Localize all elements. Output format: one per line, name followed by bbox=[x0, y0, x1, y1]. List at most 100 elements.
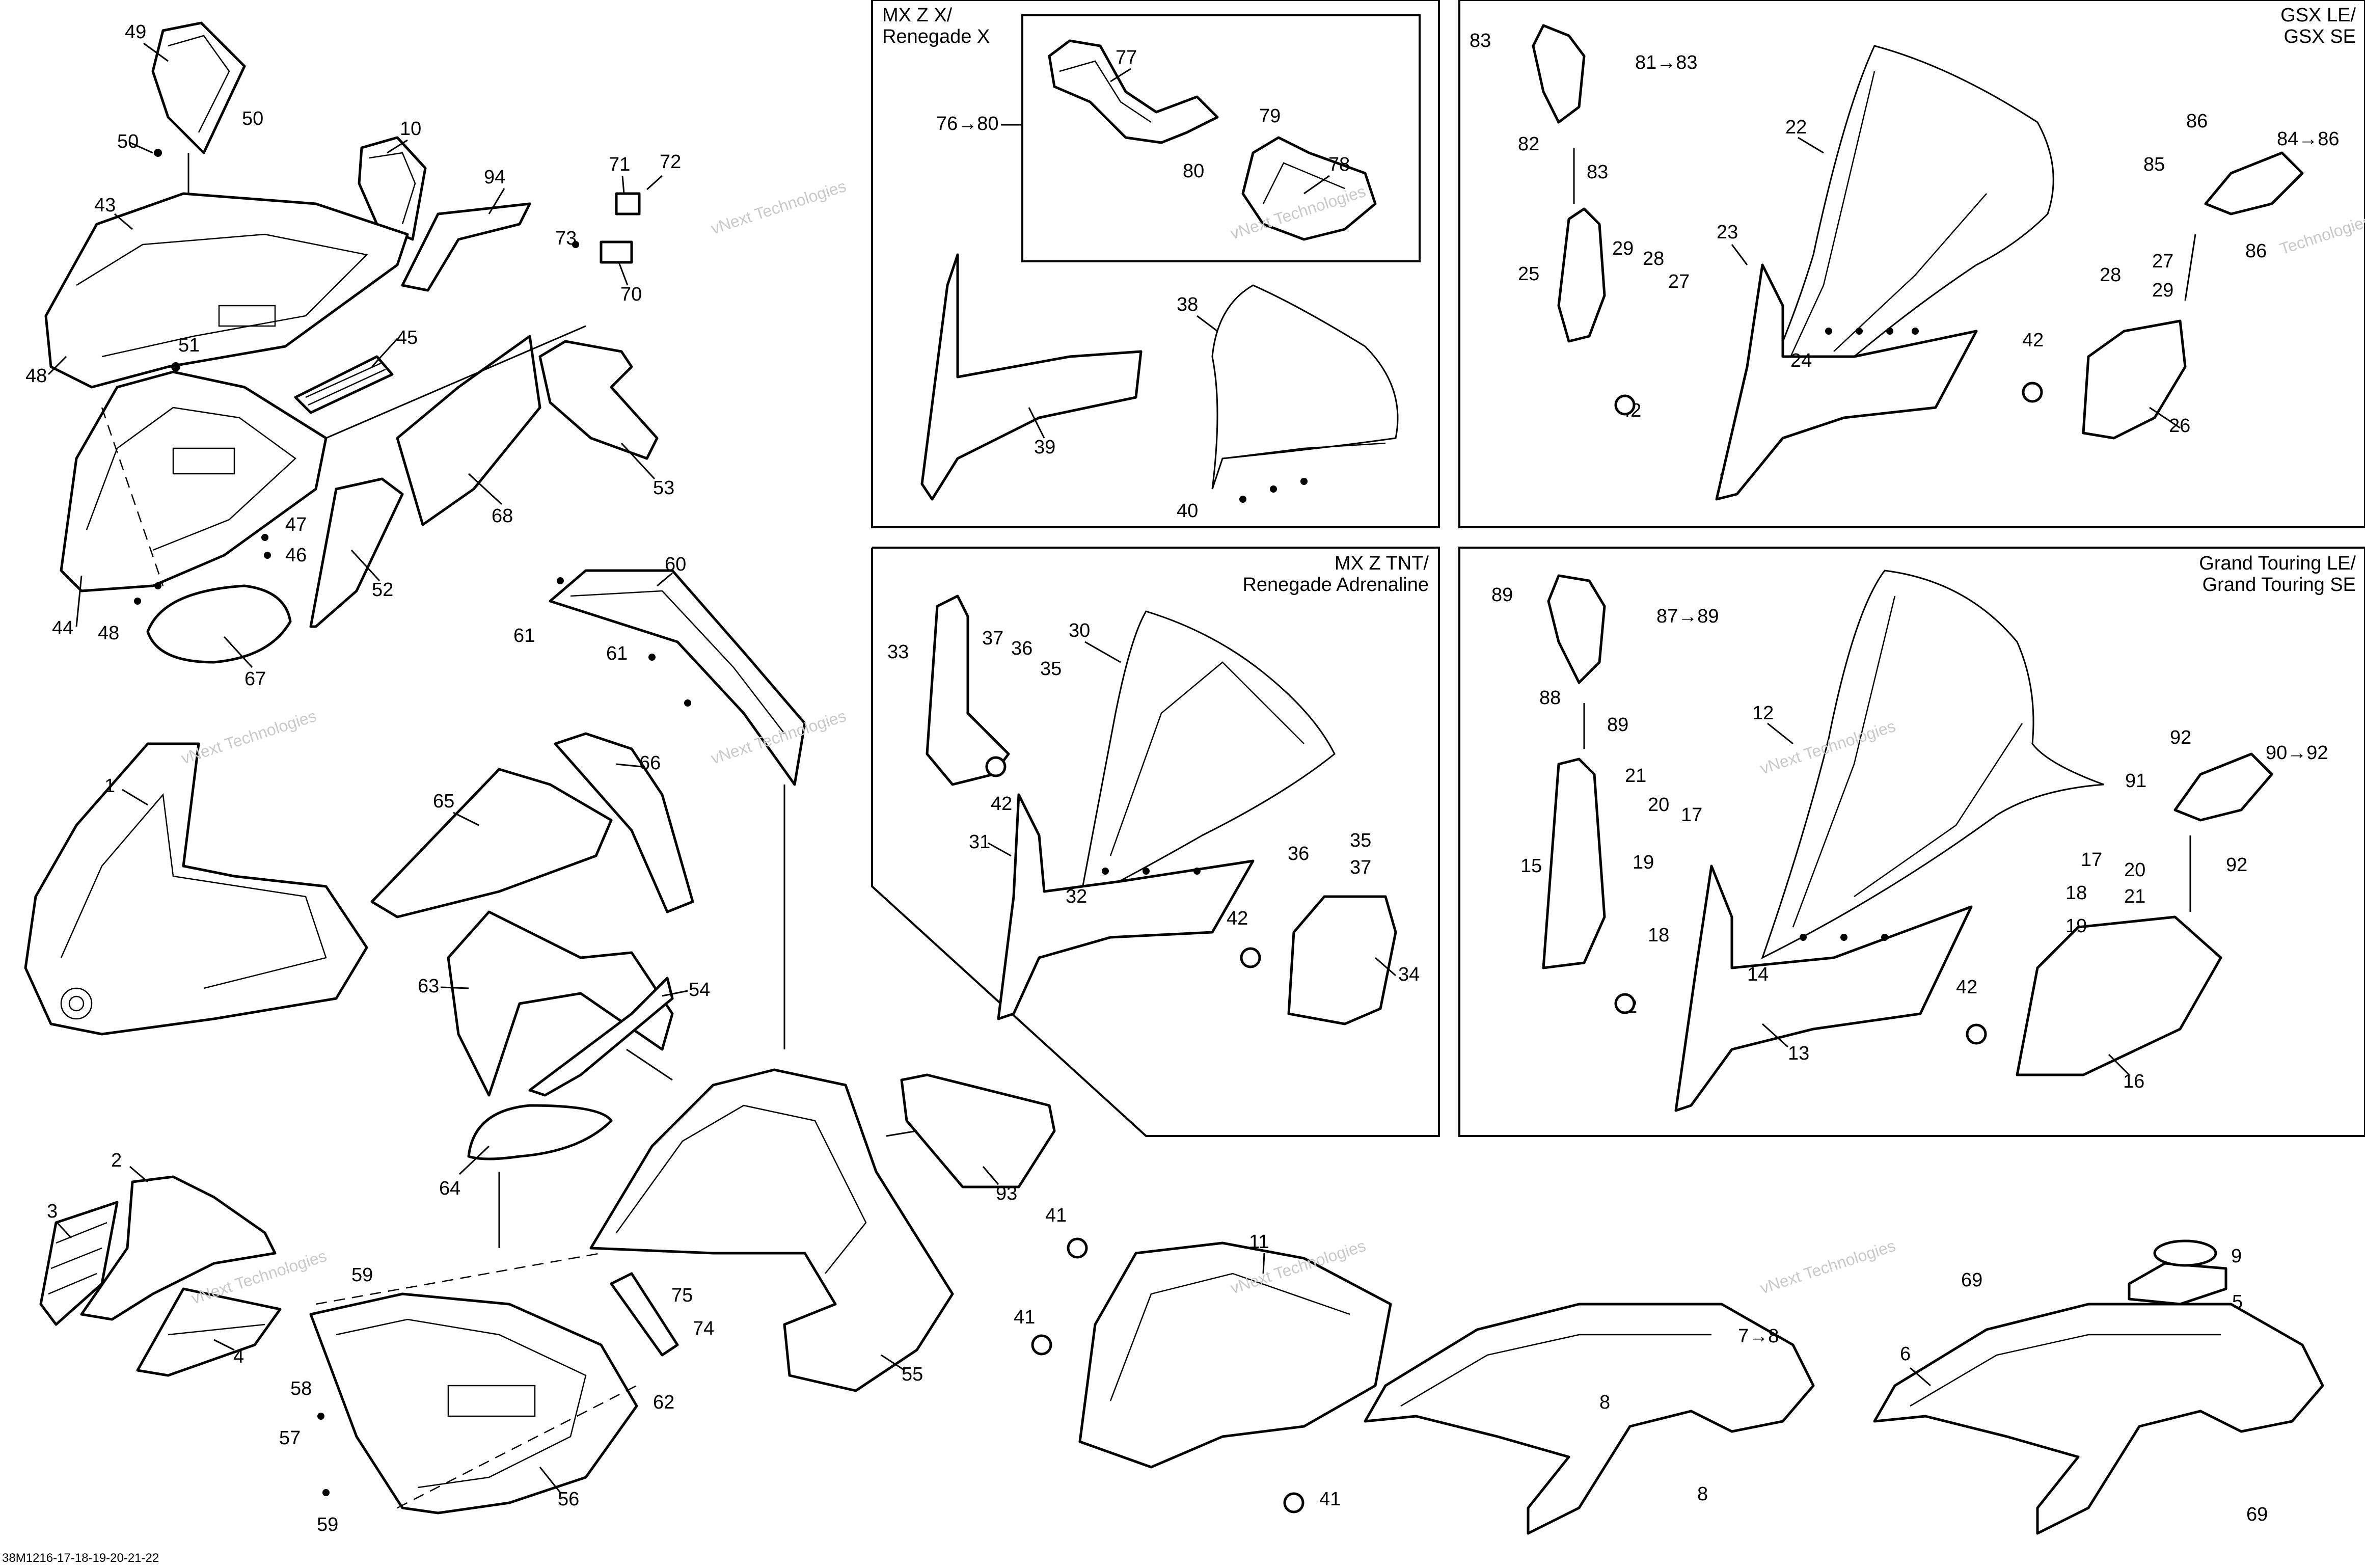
part-43-console bbox=[44, 192, 409, 389]
callout-89: 89 bbox=[1491, 584, 1513, 606]
part-4-grille bbox=[136, 1287, 282, 1377]
part-49-vent bbox=[151, 21, 246, 154]
callout-40: 40 bbox=[1177, 500, 1198, 522]
callout-8: 8 bbox=[1599, 1392, 1610, 1413]
callout-92b: 92 bbox=[2226, 854, 2247, 876]
callout-20: 20 bbox=[1648, 794, 1669, 816]
callout-53: 53 bbox=[653, 477, 674, 499]
callout-2: 2 bbox=[111, 1150, 122, 1171]
part-65-pad bbox=[370, 768, 613, 918]
callout-58: 58 bbox=[290, 1378, 312, 1399]
callout-36: 36 bbox=[1011, 638, 1032, 659]
callout-45: 45 bbox=[396, 327, 418, 348]
callout-41c: 41 bbox=[1319, 1489, 1341, 1510]
callout-87: 87→89 bbox=[1656, 606, 1719, 627]
callout-61: 61 bbox=[513, 625, 535, 646]
callout-70: 70 bbox=[620, 284, 642, 305]
callout-51: 51 bbox=[178, 335, 200, 356]
callout-24: 24 bbox=[1790, 350, 1812, 371]
callout-23: 23 bbox=[1717, 222, 1738, 243]
callout-18: 18 bbox=[1648, 925, 1669, 946]
part-7-rack bbox=[1364, 1303, 1815, 1535]
callout-7: 7→8 bbox=[1738, 1326, 1779, 1347]
panel-frames bbox=[871, 0, 2365, 1137]
part-drawings bbox=[24, 21, 2324, 1535]
panel-frame-tnt bbox=[871, 547, 1440, 1137]
callout-76: 76→80 bbox=[936, 113, 999, 134]
watermark-text: vNext Technologies bbox=[709, 177, 848, 238]
callout-1: 1 bbox=[104, 775, 115, 797]
part-54-trim bbox=[528, 977, 674, 1097]
part-45-grille bbox=[294, 355, 394, 414]
callout-42c: 42 bbox=[991, 793, 1012, 815]
callout-69: 69 bbox=[1961, 1269, 1982, 1291]
panel-title-mxzx-line2: Renegade X bbox=[882, 26, 990, 47]
part-83-mirror bbox=[1532, 24, 1586, 124]
callout-38: 38 bbox=[1177, 294, 1198, 315]
callout-80: 80 bbox=[1183, 160, 1204, 182]
callout-18b: 18 bbox=[2065, 882, 2087, 904]
part-66-strip bbox=[554, 732, 694, 913]
callout-68: 68 bbox=[492, 505, 513, 527]
callout-52: 52 bbox=[372, 579, 393, 601]
part-2-pad bbox=[80, 1175, 277, 1321]
part-15-bracket bbox=[1542, 758, 1606, 969]
callout-3: 3 bbox=[47, 1201, 58, 1222]
callout-65: 65 bbox=[433, 791, 454, 812]
callout-61b: 61 bbox=[606, 643, 628, 664]
callout-59: 59 bbox=[351, 1264, 373, 1286]
callout-57: 57 bbox=[279, 1427, 301, 1449]
panel-title-gsx-line1: GSX LE/ bbox=[2280, 5, 2356, 26]
panel-title-tnt-line1: MX Z TNT/ bbox=[1335, 553, 1429, 574]
callout-8b: 8 bbox=[1697, 1483, 1708, 1505]
part-23-cowl bbox=[1715, 263, 1978, 501]
callout-50: 50 bbox=[242, 108, 263, 129]
part-92-housing bbox=[2173, 752, 2273, 822]
panel-title-gt-line1: Grand Touring LE/ bbox=[2199, 553, 2356, 574]
assembly-arrows bbox=[187, 148, 2196, 1248]
callout-33: 33 bbox=[887, 641, 909, 663]
callout-85: 85 bbox=[2143, 154, 2165, 175]
part-10-housing bbox=[358, 136, 427, 241]
part-68-panel bbox=[396, 335, 541, 526]
callout-25: 25 bbox=[1518, 263, 1539, 285]
callout-62: 62 bbox=[653, 1392, 674, 1413]
callout-84: 84→86 bbox=[2277, 128, 2340, 150]
callout-28b: 28 bbox=[2100, 264, 2121, 286]
part-12-windshield bbox=[1761, 570, 2104, 959]
callout-90: 90→92 bbox=[2266, 742, 2328, 764]
callout-36b: 36 bbox=[1288, 843, 1309, 864]
callout-10: 10 bbox=[400, 118, 421, 140]
callout-28: 28 bbox=[1643, 248, 1664, 269]
watermark-text: vNext Technologies bbox=[179, 707, 318, 768]
callout-47: 47 bbox=[285, 514, 307, 535]
part-55-bumper bbox=[589, 1068, 954, 1392]
callout-89b: 89 bbox=[1607, 714, 1628, 736]
callout-11: 11 bbox=[1249, 1231, 1269, 1253]
callout-88: 88 bbox=[1539, 687, 1561, 709]
callout-91: 91 bbox=[2125, 770, 2146, 792]
callout-37b: 37 bbox=[1350, 857, 1371, 878]
part-67-pad bbox=[146, 584, 292, 664]
callout-83: 83 bbox=[1470, 30, 1491, 51]
part-70-bracket bbox=[600, 192, 641, 264]
callout-63: 63 bbox=[418, 976, 439, 997]
callout-14: 14 bbox=[1747, 964, 1769, 985]
callout-42-gt: 42 bbox=[1956, 977, 1977, 998]
callout-9: 9 bbox=[2231, 1246, 2242, 1267]
callout-21: 21 bbox=[1625, 765, 1646, 787]
callout-50b: 50 bbox=[117, 131, 139, 152]
part-6-rack bbox=[1873, 1303, 2324, 1535]
callout-39: 39 bbox=[1034, 437, 1055, 458]
panel-frame-gt bbox=[1458, 547, 2365, 1137]
callout-74: 74 bbox=[693, 1318, 714, 1339]
callout-60: 60 bbox=[665, 554, 686, 575]
leader-lines bbox=[47, 42, 2181, 1493]
callout-17: 17 bbox=[1681, 804, 1702, 826]
callout-37: 37 bbox=[982, 628, 1003, 649]
callout-17b: 17 bbox=[2081, 849, 2102, 871]
callout-27b: 27 bbox=[2152, 251, 2173, 272]
callout-75: 75 bbox=[671, 1285, 693, 1306]
callout-86: 86 bbox=[2186, 111, 2208, 132]
callout-29: 29 bbox=[1612, 238, 1634, 259]
